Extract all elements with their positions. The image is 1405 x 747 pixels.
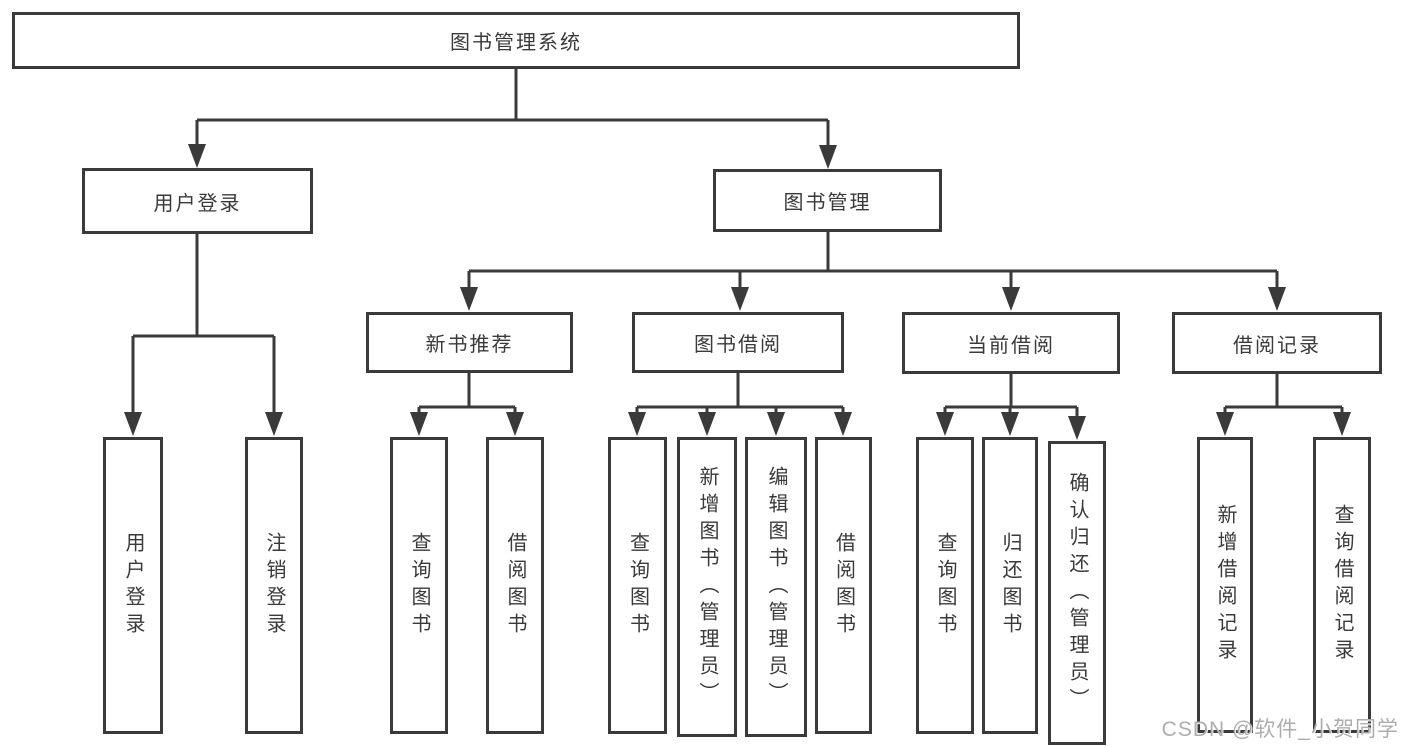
node-current-borrow: 当前借阅	[902, 312, 1120, 374]
connector-root-to-level1	[188, 69, 837, 169]
node-new-book-recommend: 新书推荐	[366, 312, 573, 373]
connector-newbooks-to-leaves	[410, 373, 524, 436]
leaf-user-login: 用户登录	[103, 437, 163, 734]
node-borrow-records: 借阅记录	[1172, 312, 1382, 374]
leaf-borrow-borrow-books: 借阅图书	[815, 437, 872, 734]
leaf-records-add-record: 新增借阅记录	[1197, 437, 1253, 733]
connector-currentborrow-to-leaves	[936, 374, 1086, 440]
connector-borrowrecords-to-leaves	[1216, 374, 1351, 436]
leaf-current-query-books: 查询图书	[916, 437, 974, 734]
leaf-current-return-books: 归还图书	[982, 437, 1038, 734]
leaf-borrow-add-books-admin: 新增图书（管理员）	[677, 437, 737, 737]
leaf-logout: 注销登录	[245, 437, 303, 734]
node-book-borrow: 图书借阅	[632, 312, 844, 373]
connector-bookborrow-to-leaves	[628, 373, 852, 436]
leaf-newbooks-query-books: 查询图书	[390, 437, 448, 734]
csdn-watermark: CSDN @软件_小贺同学	[1161, 718, 1399, 741]
node-user-login: 用户登录	[82, 168, 313, 234]
node-root-system: 图书管理系统	[12, 12, 1020, 69]
leaf-records-query-record: 查询借阅记录	[1313, 437, 1371, 733]
connector-bookmgmt-to-level2	[460, 232, 1286, 311]
connector-userlogin-to-leaves	[124, 234, 283, 436]
leaf-borrow-edit-books-admin: 编辑图书（管理员）	[745, 437, 807, 737]
node-book-management: 图书管理	[713, 169, 942, 232]
leaf-borrow-query-books: 查询图书	[608, 437, 667, 734]
leaf-current-confirm-return-admin: 确认归还（管理员）	[1048, 441, 1106, 745]
leaf-newbooks-borrow-books: 借阅图书	[486, 437, 544, 734]
